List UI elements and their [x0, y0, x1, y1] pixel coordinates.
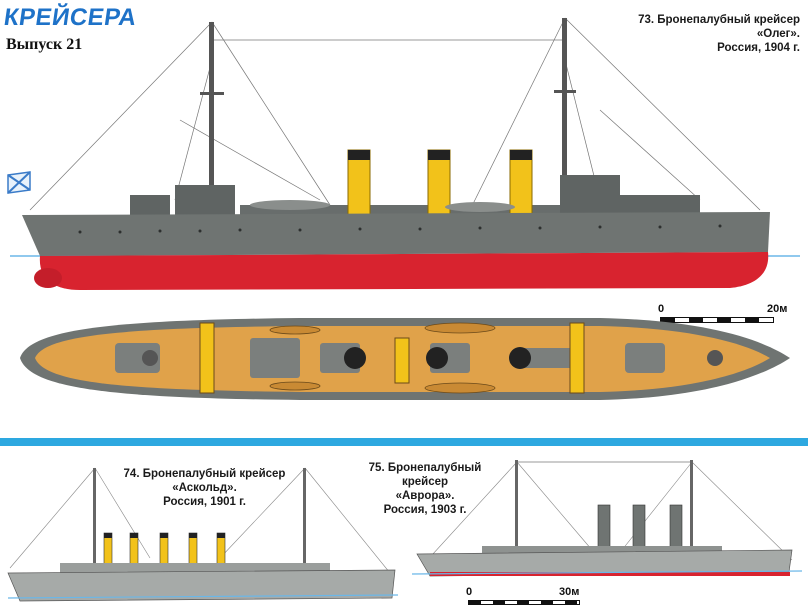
ship-75-type: 75. Бронепалубный крейсер	[368, 462, 482, 488]
ship-73-origin: Россия, 1904 г.	[717, 42, 800, 54]
askold-side-profile	[7, 467, 399, 602]
oleg-side-profile	[7, 17, 800, 290]
ship-74-origin: Россия, 1901 г.	[163, 496, 246, 508]
ship-75-origin: Россия, 1903 г.	[383, 504, 467, 516]
avrora-side-profile	[412, 460, 802, 577]
scale-top-start: 0	[658, 303, 665, 315]
scale-bar-bottom: 0 30м	[466, 586, 596, 606]
ship-73-type: 73. Бронепалубный крейсер	[638, 14, 800, 26]
scale-bottom-start: 0	[466, 586, 473, 598]
oleg-deck-plan	[20, 318, 790, 400]
scale-bottom-end: 30м	[559, 586, 580, 598]
ship-73-caption: 73. Бронепалубный крейсер «Олег». Россия…	[540, 13, 800, 55]
ship-74-name: «Аскольд».	[172, 482, 237, 494]
ship-73-name: «Олег».	[756, 28, 800, 40]
section-divider	[0, 438, 808, 446]
issue-number: Выпуск 21	[6, 36, 83, 53]
scale-bar-top: 0 20м	[652, 303, 802, 325]
ship-74-type: 74. Бронепалубный крейсер	[123, 468, 286, 480]
ship-75-name: «Аврора».	[395, 490, 455, 502]
ship-75-caption: 75. Бронепалубный крейсер «Аврора». Росс…	[350, 461, 500, 517]
scale-top-end: 20м	[767, 303, 788, 315]
ship-74-caption: 74. Бронепалубный крейсер «Аскольд». Рос…	[112, 467, 297, 509]
